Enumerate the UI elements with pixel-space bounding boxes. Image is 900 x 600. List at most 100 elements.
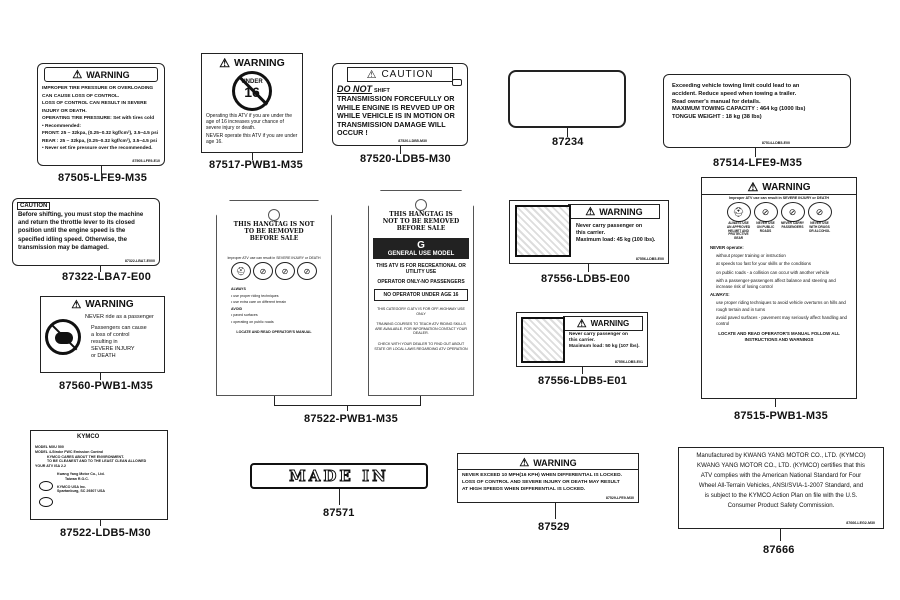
label-87505: ⚠ WARNING IMPROPER TIRE PRESSURE OR OVER… xyxy=(37,63,165,166)
part-number: 87556-LDB5-E00 xyxy=(541,273,631,285)
warning-triangle-icon: ⚠ xyxy=(71,299,82,311)
label-87666: Manufactured by KWANG YANG MOTOR CO., LT… xyxy=(678,447,884,529)
kymco-logo: KYMCO xyxy=(77,434,100,440)
no-road-icon: ⊘ xyxy=(253,262,273,280)
label-code: 87505-LFE9-E10 xyxy=(132,159,160,163)
warning-header: ⚠ WARNING xyxy=(44,67,158,82)
warning-header: ⚠ WARNING xyxy=(747,180,811,194)
no-passenger-icon: ⊘ xyxy=(275,262,295,280)
warning-triangle-icon: ⚠ xyxy=(72,69,83,81)
part-number: 87517-PWB1-M35 xyxy=(209,159,303,171)
label-87234 xyxy=(508,70,626,128)
part-number: 87522-LDB5-M30 xyxy=(60,527,151,539)
kymco-emblem-icon xyxy=(39,497,53,507)
no-passenger-icon: ⊘ xyxy=(780,202,805,222)
part-number: 87322-LBA7-E00 xyxy=(62,271,152,283)
no-passenger-on-carrier-icon xyxy=(521,317,565,363)
leader-line xyxy=(347,405,348,411)
label-text-primary: NEVER ride as a passenger xyxy=(85,314,154,320)
part-number: 87514-LFE9-M35 xyxy=(713,157,803,169)
warning-triangle-icon: ⚠ xyxy=(747,180,759,194)
label-87529: ⚠ WARNING NEVER EXCEED 10 MPH(16 KPH) WH… xyxy=(457,453,639,503)
general-use-banner: G GENERAL USE MODEL xyxy=(373,238,469,259)
hangtag-title: THIS HANGTAG IS NOT TO BE REMOVED BEFORE… xyxy=(233,221,315,242)
warning-triangle-icon: ⚠ xyxy=(366,69,378,81)
hangtag-title: THIS HANGTAG IS NOT TO BE REMOVED BEFORE… xyxy=(382,211,460,232)
label-87520: ⚠ CAUTION DO NOT SHIFT TRANSMISSION FORC… xyxy=(332,63,468,146)
label-text: Manufactured by KWANG YANG MOTOR CO., LT… xyxy=(696,452,866,509)
part-number: 87666 xyxy=(763,544,795,556)
warning-triangle-icon: ⚠ xyxy=(519,457,530,469)
label-code: 87322-LBA7-E000 xyxy=(124,259,155,263)
made-in-taiwan-text: MADE IN TAIWAN xyxy=(289,467,389,486)
hangtag-hole xyxy=(415,199,427,211)
hangtag-hole xyxy=(268,209,280,221)
part-number: 87520-LDB5-M30 xyxy=(360,153,451,165)
leader-line xyxy=(100,520,101,526)
label-text: Passengers can cause a loss of control r… xyxy=(91,325,147,359)
leader-line xyxy=(339,489,340,505)
pictogram-row: ⛑ ⊘ ⊘ ⊘ xyxy=(702,202,856,222)
hangtag-caption: Improper ATV use can result in SEVERE IN… xyxy=(227,256,321,260)
leader-line xyxy=(780,529,781,541)
part-number: 87529 xyxy=(538,521,570,533)
label-87322: CAUTION Before shifting, you must stop t… xyxy=(12,198,160,266)
hangtag-left: THIS HANGTAG IS NOT TO BE REMOVED BEFORE… xyxy=(216,200,332,396)
label-87556-e00: ⚠ WARNING Never carry passenger on this … xyxy=(509,200,669,264)
label-text: IMPROPER TIRE PRESSURE OR OVERLOADING CA… xyxy=(42,86,159,151)
no-passenger-icon xyxy=(45,319,81,355)
label-code: 87514-LDB5-E00 xyxy=(761,141,790,145)
part-number: 87515-PWB1-M35 xyxy=(734,410,828,422)
label-code: 87529-LFE9-M30 xyxy=(605,496,634,500)
warning-triangle-icon: ⚠ xyxy=(576,318,587,330)
warning-header: ⚠ WARNING xyxy=(519,457,577,469)
label-87522-ldb5: KYMCO MODEL MXU 500 MODEL 4-Stroke FWC E… xyxy=(30,430,168,520)
part-number: 87571 xyxy=(323,507,355,519)
leader-line xyxy=(252,153,253,160)
leader-line xyxy=(775,399,776,407)
label-text: NEVER EXCEED 10 MPH(16 KPH) WHEN DIFFERE… xyxy=(458,469,638,493)
warning-header: ⚠ WARNING xyxy=(563,316,643,331)
leader-line xyxy=(101,166,102,174)
kymco-emblem-icon xyxy=(39,481,53,491)
label-87556-e01: ⚠ WARNING Never carry passenger on this … xyxy=(516,312,648,367)
label-code: 87556-LDB5-E00 xyxy=(635,257,664,261)
warning-header: ⚠ WARNING xyxy=(71,299,134,311)
leader-line xyxy=(400,146,401,154)
warning-header: ⚠ WARNING xyxy=(219,56,285,70)
mounting-slot xyxy=(452,79,462,86)
label-text: Exceeding vehicle towing limit could lea… xyxy=(672,83,806,121)
warning-header: ⚠ WARNING xyxy=(568,204,660,219)
hangtag-right: THIS HANGTAG IS NOT TO BE REMOVED BEFORE… xyxy=(368,190,474,396)
label-text: Before shifting, you must stop the machi… xyxy=(18,211,144,251)
hangtag-pictograms: ⛑ ⊘ ⊘ ⊘ xyxy=(217,262,331,280)
label-text-secondary: NEVER operate this ATV if you are under … xyxy=(206,133,298,145)
label-87514: Exceeding vehicle towing limit could lea… xyxy=(663,74,851,148)
under-16-icon: UNDER 16 xyxy=(232,71,272,111)
label-87517: ⚠ WARNING UNDER 16 Operating this ATV if… xyxy=(201,53,303,153)
part-number: 87522-PWB1-M35 xyxy=(304,413,398,425)
label-body: NEVER operate: without proper training o… xyxy=(710,244,847,342)
label-87560: ⚠ WARNING NEVER ride as a passenger Pass… xyxy=(40,296,165,373)
no-alcohol-icon: ⊘ xyxy=(807,202,832,222)
no-alcohol-icon: ⊘ xyxy=(297,262,317,280)
leader-line xyxy=(567,128,568,137)
leader-line xyxy=(274,396,275,406)
no-road-icon: ⊘ xyxy=(753,202,778,222)
hangtag-body: ALWAYS • use proper riding techniques • … xyxy=(231,287,312,334)
caution-header: CAUTION xyxy=(17,202,51,210)
leader-line xyxy=(100,373,101,380)
leader-line xyxy=(420,396,421,406)
warning-triangle-icon: ⚠ xyxy=(585,206,596,218)
leader-line xyxy=(555,503,556,519)
label-text: MODEL MXU 500 MODEL 4-Stroke FWC Emissio… xyxy=(35,445,147,494)
leader-line xyxy=(582,367,583,374)
label-text: DO NOT SHIFT TRANSMISSION FORCEFULLY OR … xyxy=(337,84,455,138)
label-text: Never carry passenger on this carrier. M… xyxy=(576,223,656,243)
label-87515: ⚠ WARNING Improper ATV use can result in… xyxy=(701,177,857,399)
part-number: 87560-PWB1-M35 xyxy=(59,380,153,392)
caution-header: ⚠ CAUTION xyxy=(347,67,453,82)
part-number: 87234 xyxy=(552,136,584,148)
label-87571: MADE IN TAIWAN xyxy=(250,463,428,489)
label-code: 87556-LDB5-E01 xyxy=(614,360,643,364)
